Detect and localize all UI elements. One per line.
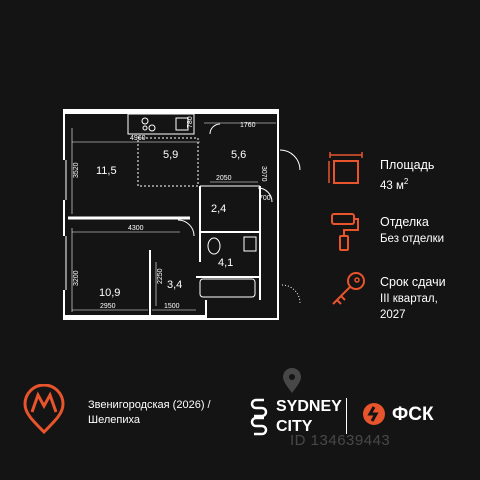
room-area-label: 5,6 xyxy=(231,149,246,161)
room-area-label: 4,1 xyxy=(218,257,233,269)
room-area-label: 10,9 xyxy=(99,287,120,299)
bathtub xyxy=(199,278,256,298)
stove-burner xyxy=(148,124,156,132)
metro-line2: Шелепиха xyxy=(88,414,140,426)
dimension-label: 780 xyxy=(187,116,194,128)
toilet xyxy=(207,237,221,255)
finish-value: Без отделки xyxy=(380,233,445,245)
map-pin-icon xyxy=(282,368,302,394)
door-arc xyxy=(281,284,301,304)
stove-burner xyxy=(141,117,149,125)
room-area-label: 11,5 xyxy=(96,165,117,177)
dimension-label: 700 xyxy=(259,195,271,202)
dimension-label: 2050 xyxy=(216,175,232,182)
stove-burner xyxy=(142,125,148,131)
paint-roller-icon xyxy=(328,212,364,252)
dimension-label: 1760 xyxy=(240,122,256,129)
kitchen-zone xyxy=(137,137,199,187)
area-value: 43 м2 xyxy=(380,177,409,192)
dimension-label: 2950 xyxy=(100,303,116,310)
door-arc xyxy=(209,123,221,135)
room-area-label: 3,4 xyxy=(167,279,182,291)
dimension-label: 1500 xyxy=(164,303,180,310)
dimension-label: 2250 xyxy=(157,268,164,284)
washbasin xyxy=(243,236,257,252)
sydney-city-logo-line1: SYDNEY xyxy=(276,398,342,415)
kitchen-counter xyxy=(127,113,195,135)
sydney-city-logo-line2: CITY xyxy=(276,418,313,435)
finish-label: Отделка xyxy=(380,215,429,229)
area-label: Площадь xyxy=(380,158,435,172)
fsk-logo-icon xyxy=(362,402,386,426)
delivery-line2: 2027 xyxy=(380,309,406,321)
door-arc xyxy=(279,149,301,171)
door-arc xyxy=(177,219,195,237)
door-arc xyxy=(257,187,273,203)
delivery-line1: III квартал, xyxy=(380,293,438,305)
key-icon xyxy=(328,270,368,310)
kitchen-sink xyxy=(175,117,189,131)
delivery-label: Срок сдачи xyxy=(380,275,446,289)
metro-icon xyxy=(22,383,66,435)
room-area-label: 2,4 xyxy=(211,203,226,215)
dimension-label: 4960 xyxy=(130,135,146,142)
area-icon xyxy=(326,152,366,192)
dimension-label: 4300 xyxy=(128,225,144,232)
dimension-label: 3070 xyxy=(260,166,267,182)
dimension-label: 3200 xyxy=(73,270,80,286)
dimension-label: 3520 xyxy=(73,162,80,178)
logo-divider xyxy=(346,398,347,434)
sydney-city-logo-icon xyxy=(250,396,268,436)
metro-line1: Звенигородская (2026) / xyxy=(88,399,211,411)
room-area-label: 5,9 xyxy=(163,149,178,161)
watermark-id: ID 134639443 xyxy=(290,432,391,449)
fsk-logo-text: ФСК xyxy=(392,404,434,425)
